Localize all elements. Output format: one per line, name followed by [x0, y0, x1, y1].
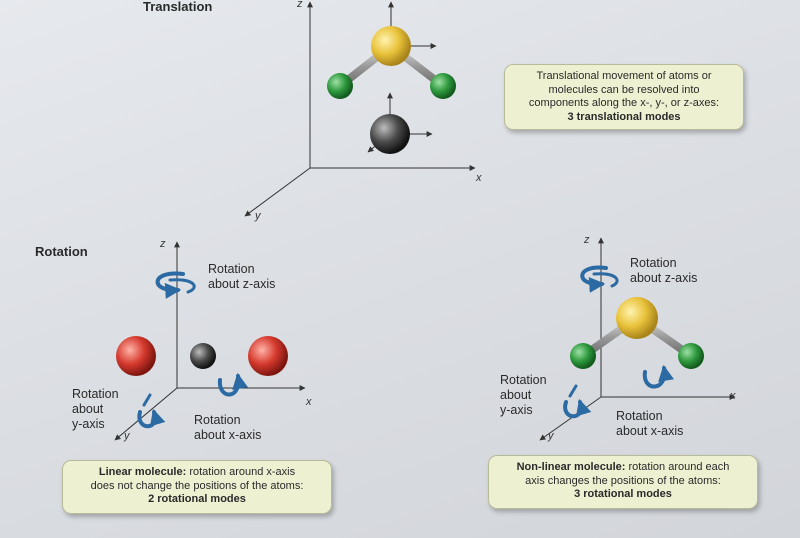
nonlinear-rot-x-label: Rotation about x-axis: [616, 409, 683, 439]
nonlinear-rot-x-line2: about x-axis: [616, 424, 684, 438]
linear-rot-y-label: Rotation about y-axis: [72, 387, 119, 432]
nonlinear-rot-y-line3: y-axis: [500, 403, 533, 417]
linear-caption-line2: does not change the positions of the ato…: [90, 479, 304, 492]
sulfur-atom: [616, 297, 658, 339]
linear-molecule: [116, 336, 288, 376]
linear-rot-x-label: Rotation about x-axis: [194, 413, 261, 443]
chlorine-atom-right: [430, 73, 456, 99]
linear-caption-line3: 2 rotational modes: [148, 493, 246, 505]
nonlinear-z-label: z: [584, 234, 590, 246]
nonlinear-rot-y-line1: Rotation: [500, 373, 547, 387]
nonlinear-rot-x-line1: Rotation: [616, 409, 663, 423]
linear-rot-y-arrow: [137, 393, 166, 429]
translation-single-atom: [370, 114, 410, 154]
oxygen-atom-right: [248, 336, 288, 376]
linear-rot-x-line1: Rotation: [194, 413, 241, 427]
translation-caption-line1: Translational movement of atoms or: [536, 70, 712, 82]
nonlinear-x-label: x: [730, 390, 736, 402]
nonlinear-y-label: y: [548, 430, 554, 442]
translation-caption-line2: molecules can be resolved into: [548, 83, 700, 96]
nonlinear-rot-y-arrow: [563, 384, 592, 419]
oxygen-atom-left: [116, 336, 156, 376]
chlorine-atom-left: [570, 343, 596, 369]
chlorine-atom-right: [678, 343, 704, 369]
nonlinear-caption-box: Non-linear molecule: rotation around eac…: [488, 455, 758, 509]
linear-caption-line1: rotation around x-axis: [186, 466, 296, 478]
linear-rot-x-arrow: [217, 372, 248, 397]
translation-y-label: y: [255, 210, 261, 222]
linear-caption-bold: Linear molecule:: [98, 466, 187, 478]
translation-axes: [244, 1, 476, 217]
linear-y-label: y: [124, 430, 130, 442]
linear-x-label: x: [306, 396, 312, 408]
linear-rot-y-line2: about: [72, 402, 104, 416]
sulfur-atom: [371, 26, 411, 66]
translation-caption-line3: components along the x-, y-, or z-axes:: [528, 97, 720, 109]
nonlinear-caption-bold: Non-linear molecule:: [516, 461, 626, 473]
linear-rot-z-line2: about z-axis: [208, 277, 276, 291]
linear-rot-z-label: Rotation about z-axis: [208, 262, 275, 292]
nonlinear-rot-z-line1: Rotation: [630, 256, 677, 270]
translation-z-label: z: [297, 0, 303, 10]
nonlinear-caption-line2: axis changes the positions of the atoms:: [525, 474, 721, 487]
translation-caption-line4: 3 translational modes: [567, 110, 681, 123]
translation-x-label: x: [476, 172, 482, 184]
nonlinear-rot-z-label: Rotation about z-axis: [630, 256, 697, 286]
nonlinear-rot-y-line2: about: [500, 388, 532, 402]
nonlinear-rot-z-arrow: [580, 265, 619, 293]
linear-rot-y-line1: Rotation: [72, 387, 119, 401]
rotation-title: Rotation: [35, 244, 88, 259]
nonlinear-rot-x-arrow: [642, 364, 674, 389]
linear-z-label: z: [160, 238, 166, 250]
linear-rot-y-line3: y-axis: [72, 417, 105, 431]
translation-title: Translation: [143, 0, 213, 14]
linear-caption-box: Linear molecule: rotation around x-axis …: [62, 460, 332, 514]
nonlinear-caption-line3: 3 rotational modes: [574, 488, 672, 500]
nonlinear-caption-line1: rotation around each: [625, 461, 730, 473]
nonlinear-rot-z-line2: about z-axis: [630, 271, 698, 285]
translation-bent-molecule: [327, 26, 456, 99]
chlorine-atom-left: [327, 73, 353, 99]
translation-caption-box: Translational movement of atoms or molec…: [504, 64, 744, 130]
linear-rot-x-line2: about x-axis: [194, 428, 262, 442]
nonlinear-rot-y-label: Rotation about y-axis: [500, 373, 547, 418]
nonlinear-molecule: [570, 297, 704, 369]
linear-rot-z-arrow: [155, 271, 196, 299]
linear-rot-z-line1: Rotation: [208, 262, 255, 276]
carbon-atom: [190, 343, 216, 369]
